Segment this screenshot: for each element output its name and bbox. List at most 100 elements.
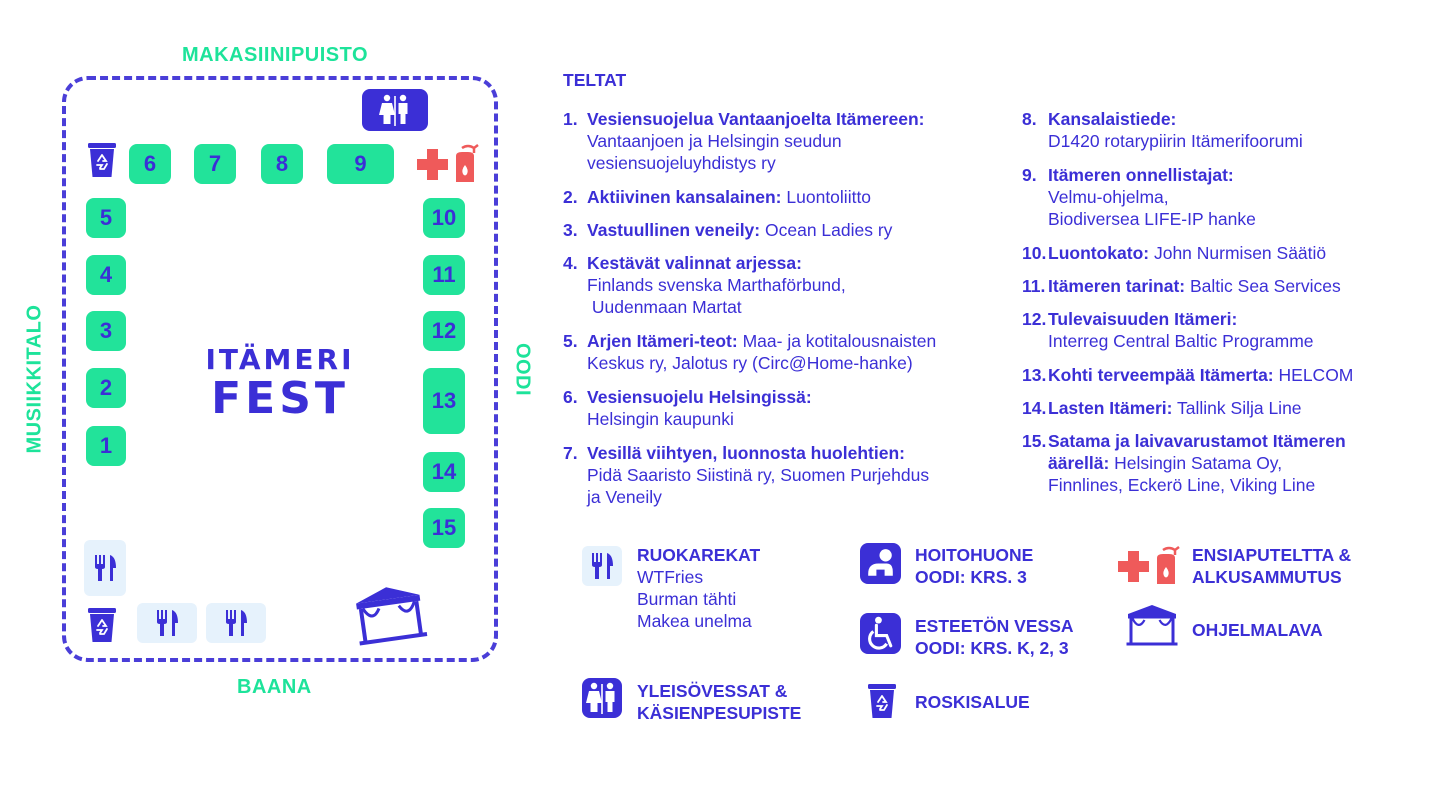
legend-nursing-floor: OODI: KRS. 3: [915, 567, 1027, 587]
toilet-icon: [362, 89, 428, 131]
nursing-room-icon: [860, 543, 901, 584]
accessible-toilet-icon: [860, 613, 901, 654]
tent-list-org: Uudenmaan Martat: [587, 297, 742, 317]
tent-list-number: 1.: [563, 109, 578, 129]
tent-list-number: 8.: [1022, 109, 1037, 129]
tent-list-body: Vesiensuojelua Vantaanjoelta Itämereen:V…: [587, 108, 1017, 174]
tent-list-org: Biodiversea LIFE-IP hanke: [1048, 209, 1256, 229]
tent-list-org: Vantaanjoen ja Helsingin seudun: [587, 131, 842, 151]
tent-list-left: 1. Vesiensuojelua Vantaanjoelta Itämereen…: [563, 108, 1023, 518]
legend-toilets-title: YLEISÖVESSAT &: [637, 681, 788, 701]
food-truck-tile: [206, 603, 266, 643]
recycle-bin-icon: [86, 605, 118, 643]
legend-accessible-title: ESTEETÖN VESSA: [915, 616, 1074, 636]
tent-list-number: 5.: [563, 331, 578, 351]
tent-14[interactable]: 14: [423, 452, 465, 492]
tent-list-body: Aktiivinen kansalainen: Luontoliitto: [587, 186, 1017, 208]
cutlery-icon: [90, 551, 120, 585]
tent-list-title: Kohti terveempää Itämerta:: [1048, 365, 1274, 385]
tent-list-org: Maa- ja kotitalousnaisten: [742, 331, 937, 351]
tent-6[interactable]: 6: [129, 144, 171, 184]
tent-list-title: Kestävät valinnat arjessa:: [587, 253, 802, 273]
tent-10[interactable]: 10: [423, 198, 465, 238]
logo-line2: FEST: [211, 373, 349, 424]
list-heading: TELTAT: [563, 70, 627, 90]
logo-line1: ITÄMERI: [205, 343, 355, 376]
tent-8[interactable]: 8: [261, 144, 303, 184]
tent-13[interactable]: 13: [423, 368, 465, 434]
tent-list-number: 7.: [563, 443, 578, 463]
tent-list-title: Aktiivinen kansalainen:: [587, 187, 782, 207]
legend-toilet-icon: [582, 678, 622, 718]
tent-11[interactable]: 11: [423, 255, 465, 295]
tent-4[interactable]: 4: [86, 255, 126, 295]
tent-list-number: 2.: [563, 187, 578, 207]
tent-list-org: ja Veneily: [587, 487, 662, 507]
tent-list-title: Itämeren onnellistajat:: [1048, 165, 1234, 185]
tent-list-number: 10.: [1022, 243, 1047, 263]
tent-list-number: 11.: [1022, 276, 1046, 296]
tent-list-org: Helsingin Satama Oy,: [1114, 453, 1283, 473]
tent-list-body: Arjen Itämeri-teot: Maa- ja kotitalousna…: [587, 330, 1017, 374]
tent-1[interactable]: 1: [86, 426, 126, 466]
stage-icon: [346, 580, 434, 651]
tent-list-org: Velmu-ohjelma,: [1048, 187, 1169, 207]
tent-list-body: Itämeren onnellistajat:Velmu-ohjelma,Bio…: [1048, 164, 1428, 230]
legend-food-line: Makea unelma: [637, 611, 752, 631]
tent-list-number: 9.: [1022, 165, 1037, 185]
tent-9[interactable]: 9: [327, 144, 394, 184]
tent-15[interactable]: 15: [423, 508, 465, 548]
tent-list-body: Itämeren tarinat: Baltic Sea Services: [1048, 275, 1428, 297]
tent-list-org: Tallink Silja Line: [1177, 398, 1302, 418]
recycle-bin-icon: [86, 140, 118, 178]
legend-recycle-bin-icon: [866, 681, 898, 719]
tent-3[interactable]: 3: [86, 311, 126, 351]
legend-firstaid-title: ALKUSAMMUTUS: [1192, 567, 1342, 587]
tent-list-body: Vesiensuojelu Helsingissä:Helsingin kaup…: [587, 386, 1017, 430]
tent-7[interactable]: 7: [194, 144, 236, 184]
tent-list-org: D1420 rotarypiirin Itämerifoorumi: [1048, 131, 1303, 151]
label-musiikkitalo: MUSIIKKITALO: [23, 304, 46, 454]
tent-list-body: Luontokato: John Nurmisen Säätiö: [1048, 242, 1428, 264]
legend-toilets: YLEISÖVESSAT & KÄSIENPESUPISTE: [637, 680, 801, 724]
cutlery-icon: [152, 606, 182, 640]
legend-food-title: RUOKAREKAT: [637, 545, 761, 565]
legend-trash-title: ROSKISALUE: [915, 692, 1030, 712]
tent-list-right: 8.Kansalaistiede:D1420 rotarypiirin Itäm…: [1022, 108, 1432, 508]
tent-list-number: 6.: [563, 387, 578, 407]
food-truck-tile: [137, 603, 197, 643]
tent-list-title: Vastuullinen veneily:: [587, 220, 761, 240]
legend-nursing-title: HOITOHUONE: [915, 545, 1034, 565]
legend-firstaid: ENSIAPUTELTTA & ALKUSAMMUTUS: [1192, 544, 1351, 588]
tent-list-org: Luontoliitto: [786, 187, 872, 207]
legend-stage-title: OHJELMALAVA: [1192, 620, 1323, 640]
legend-food-line: WTFries: [637, 567, 704, 587]
tent-12[interactable]: 12: [423, 311, 465, 351]
tent-list-title: äärellä:: [1048, 453, 1110, 473]
tent-list-org: Finnlines, Eckerö Line, Viking Line: [1048, 475, 1316, 495]
tent-5[interactable]: 5: [86, 198, 126, 238]
tent-list-number: 12.: [1022, 309, 1047, 329]
legend-accessible: ESTEETÖN VESSA OODI: KRS. K, 2, 3: [915, 615, 1074, 659]
legend-toilets-title: KÄSIENPESUPISTE: [637, 703, 802, 723]
first-aid-icon: [416, 142, 488, 184]
tent-list-org: HELCOM: [1278, 365, 1354, 385]
tent-list-title: Arjen Itämeri-teot:: [587, 331, 738, 351]
food-truck-tile: [84, 540, 126, 596]
cutlery-icon: [221, 606, 251, 640]
tent-list-body: Vesillä viihtyen, luonnosta huolehtien:P…: [587, 442, 1017, 508]
tent-list-title: Tulevaisuuden Itämeri:: [1048, 309, 1238, 329]
label-baana: BAANA: [237, 676, 312, 698]
tent-list-number: 13.: [1022, 365, 1047, 385]
tent-list-number: 3.: [563, 220, 578, 240]
tent-list-org: Keskus ry, Jalotus ry (Circ@Home-hanke): [587, 353, 913, 373]
tent-list-title: Vesiensuojelua Vantaanjoelta Itämereen:: [587, 109, 925, 129]
label-oodi: OODI: [511, 342, 534, 397]
legend-nursing: HOITOHUONE OODI: KRS. 3: [915, 544, 1033, 588]
tent-2[interactable]: 2: [86, 368, 126, 408]
legend-first-aid-icon: [1117, 544, 1189, 586]
tent-list-title: Luontokato:: [1048, 243, 1150, 263]
tent-list-title: Vesillä viihtyen, luonnosta huolehtien:: [587, 443, 905, 463]
tent-list-body: Satama ja laivavarustamot Itämeren äärel…: [1048, 430, 1428, 496]
tent-list-org: Finlands svenska Marthaförbund,: [587, 275, 846, 295]
